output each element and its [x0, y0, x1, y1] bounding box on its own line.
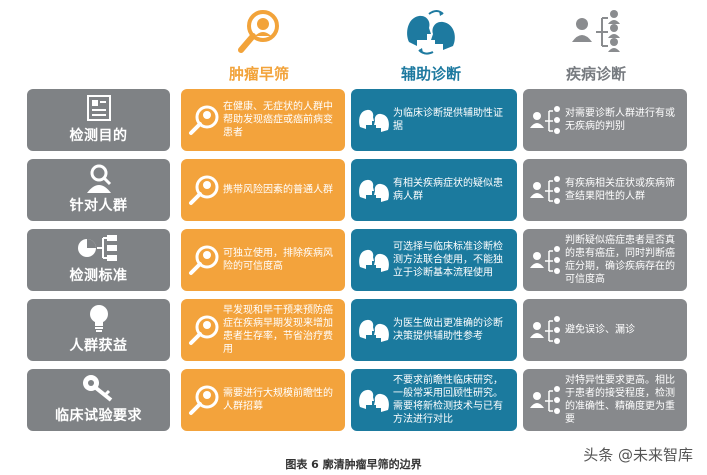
- cell-screening: 可独立使用，排除疾病风险的可信度高: [181, 229, 345, 291]
- document-icon: [84, 93, 114, 123]
- cell-aux: 为临床诊断提供辅助性证据: [351, 89, 517, 151]
- cell-aux: 可选择与临床标准诊断检测方法联合使用，不能独立于诊断基本流程使用: [351, 229, 517, 291]
- row-label-text: 针对人群: [69, 198, 128, 214]
- cell-dx: 避免误诊、漏诊: [523, 299, 687, 361]
- lightbulb-icon: [87, 303, 111, 333]
- two-heads-icon: [357, 173, 391, 207]
- cell-screening: 需要进行大规模前瞻性的人群招募: [181, 369, 345, 431]
- cell-text: 不要求前瞻性临床研究，一般常采用回顾性研究。需要将新检测技术与已有方法进行对比: [393, 375, 503, 425]
- table-row: 检测目的 在健康、无症状的人群中帮助发现癌症或癌前病变患者 为临床诊断提供辅助性…: [0, 89, 707, 151]
- person-search-icon: [82, 163, 116, 193]
- row-label-trial: 临床试验要求: [27, 369, 170, 431]
- row-label-target: 针对人群: [27, 159, 170, 221]
- people-flow-icon: [529, 103, 563, 137]
- cell-text: 可独立使用，排除疾病风险的可信度高: [223, 248, 333, 272]
- column-header-aux: 辅助诊断: [356, 6, 506, 84]
- cell-text: 避免误诊、漏诊: [565, 324, 635, 336]
- column-title: 辅助诊断: [400, 65, 461, 83]
- cell-screening: 早发现和早干预来预防癌症在疾病早期发现来增加患者生存率，节省治疗费用: [181, 299, 345, 361]
- cell-text: 对需要诊断人群进行有或无疾病的判别: [565, 108, 675, 132]
- cell-text: 需要进行大规模前瞻性的人群招募: [223, 388, 333, 412]
- row-label-text: 临床试验要求: [55, 408, 142, 424]
- cell-text: 携带风险因素的普通人群: [223, 184, 333, 196]
- cell-text: 为临床诊断提供辅助性证据: [393, 108, 503, 132]
- magnifier-head-icon: [187, 173, 221, 207]
- key-icon: [81, 373, 117, 403]
- cell-text: 在健康、无症状的人群中帮助发现癌症或癌前病变患者: [223, 101, 333, 139]
- table-row: 人群获益 早发现和早干预来预防癌症在疾病早期发现来增加患者生存率，节省治疗费用 …: [0, 299, 707, 361]
- cell-dx: 对需要诊断人群进行有或无疾病的判别: [523, 89, 687, 151]
- row-label-criteria: 检测标准: [27, 229, 170, 291]
- people-flow-icon: [521, 6, 671, 58]
- cell-dx: 对特异性要求更高。相比于患者的接受程度，检测的准确性、精确度更为重要: [523, 369, 687, 431]
- figure-caption: 图表 6 廓清肿瘤早筛的边界: [285, 458, 422, 471]
- watermark: 头条 @未来智库: [583, 446, 693, 464]
- two-heads-icon: [357, 243, 391, 277]
- magnifier-head-icon: [187, 243, 221, 277]
- row-label-text: 检测标准: [69, 268, 128, 284]
- column-title: 肿瘤早筛: [228, 65, 289, 83]
- column-header-screening: 肿瘤早筛: [184, 6, 334, 84]
- cell-aux: 有相关疾病症状的疑似患病人群: [351, 159, 517, 221]
- cell-text: 判断疑似癌症患者是否真的患有癌症，同时判断癌症分期，确诊疾病存在的可信度高: [565, 235, 675, 285]
- cell-text: 对特异性要求更高。相比于患者的接受程度，检测的准确性、精确度更为重要: [565, 375, 675, 425]
- cell-dx: 判断疑似癌症患者是否真的患有癌症，同时判断癌症分期，确诊疾病存在的可信度高: [523, 229, 687, 291]
- cell-text: 可选择与临床标准诊断检测方法联合使用，不能独立于诊断基本流程使用: [393, 241, 503, 279]
- row-label-text: 检测目的: [69, 128, 128, 144]
- two-heads-icon: [356, 6, 506, 58]
- magnifier-head-icon: [187, 383, 221, 417]
- cell-aux: 不要求前瞻性临床研究，一般常采用回顾性研究。需要将新检测技术与已有方法进行对比: [351, 369, 517, 431]
- magnifier-head-icon: [184, 6, 334, 58]
- magnifier-head-icon: [187, 313, 221, 347]
- cell-aux: 为医生做出更准确的诊断决策提供辅助性参考: [351, 299, 517, 361]
- cell-text: 有相关疾病症状的疑似患病人群: [393, 178, 503, 202]
- people-flow-icon: [529, 383, 563, 417]
- pie-chart-icon: [77, 233, 121, 263]
- cell-text: 为医生做出更准确的诊断决策提供辅助性参考: [393, 318, 503, 342]
- cell-dx: 有疾病相关症状或疾病筛查结果阳性的人群: [523, 159, 687, 221]
- magnifier-head-icon: [187, 103, 221, 137]
- people-flow-icon: [529, 173, 563, 207]
- cell-screening: 携带风险因素的普通人群: [181, 159, 345, 221]
- table-row: 检测标准 可独立使用，排除疾病风险的可信度高 可选择与临床标准诊断检测方法联合使…: [0, 229, 707, 291]
- row-label-purpose: 检测目的: [27, 89, 170, 151]
- row-label-benefit: 人群获益: [27, 299, 170, 361]
- row-label-text: 人群获益: [69, 338, 128, 354]
- two-heads-icon: [357, 103, 391, 137]
- table-row: 临床试验要求 需要进行大规模前瞻性的人群招募 不要求前瞻性临床研究，一般常采用回…: [0, 369, 707, 431]
- cell-text: 早发现和早干预来预防癌症在疾病早期发现来增加患者生存率，节省治疗费用: [223, 305, 333, 355]
- column-header-dx: 疾病诊断: [521, 6, 671, 84]
- people-flow-icon: [529, 243, 563, 277]
- cell-text: 有疾病相关症状或疾病筛查结果阳性的人群: [565, 178, 675, 202]
- table-row: 针对人群 携带风险因素的普通人群 有相关疾病症状的疑似患病人群 有疾病相关症状或…: [0, 159, 707, 221]
- column-title: 疾病诊断: [565, 65, 626, 83]
- two-heads-icon: [357, 313, 391, 347]
- people-flow-icon: [529, 313, 563, 347]
- two-heads-icon: [357, 383, 391, 417]
- cell-screening: 在健康、无症状的人群中帮助发现癌症或癌前病变患者: [181, 89, 345, 151]
